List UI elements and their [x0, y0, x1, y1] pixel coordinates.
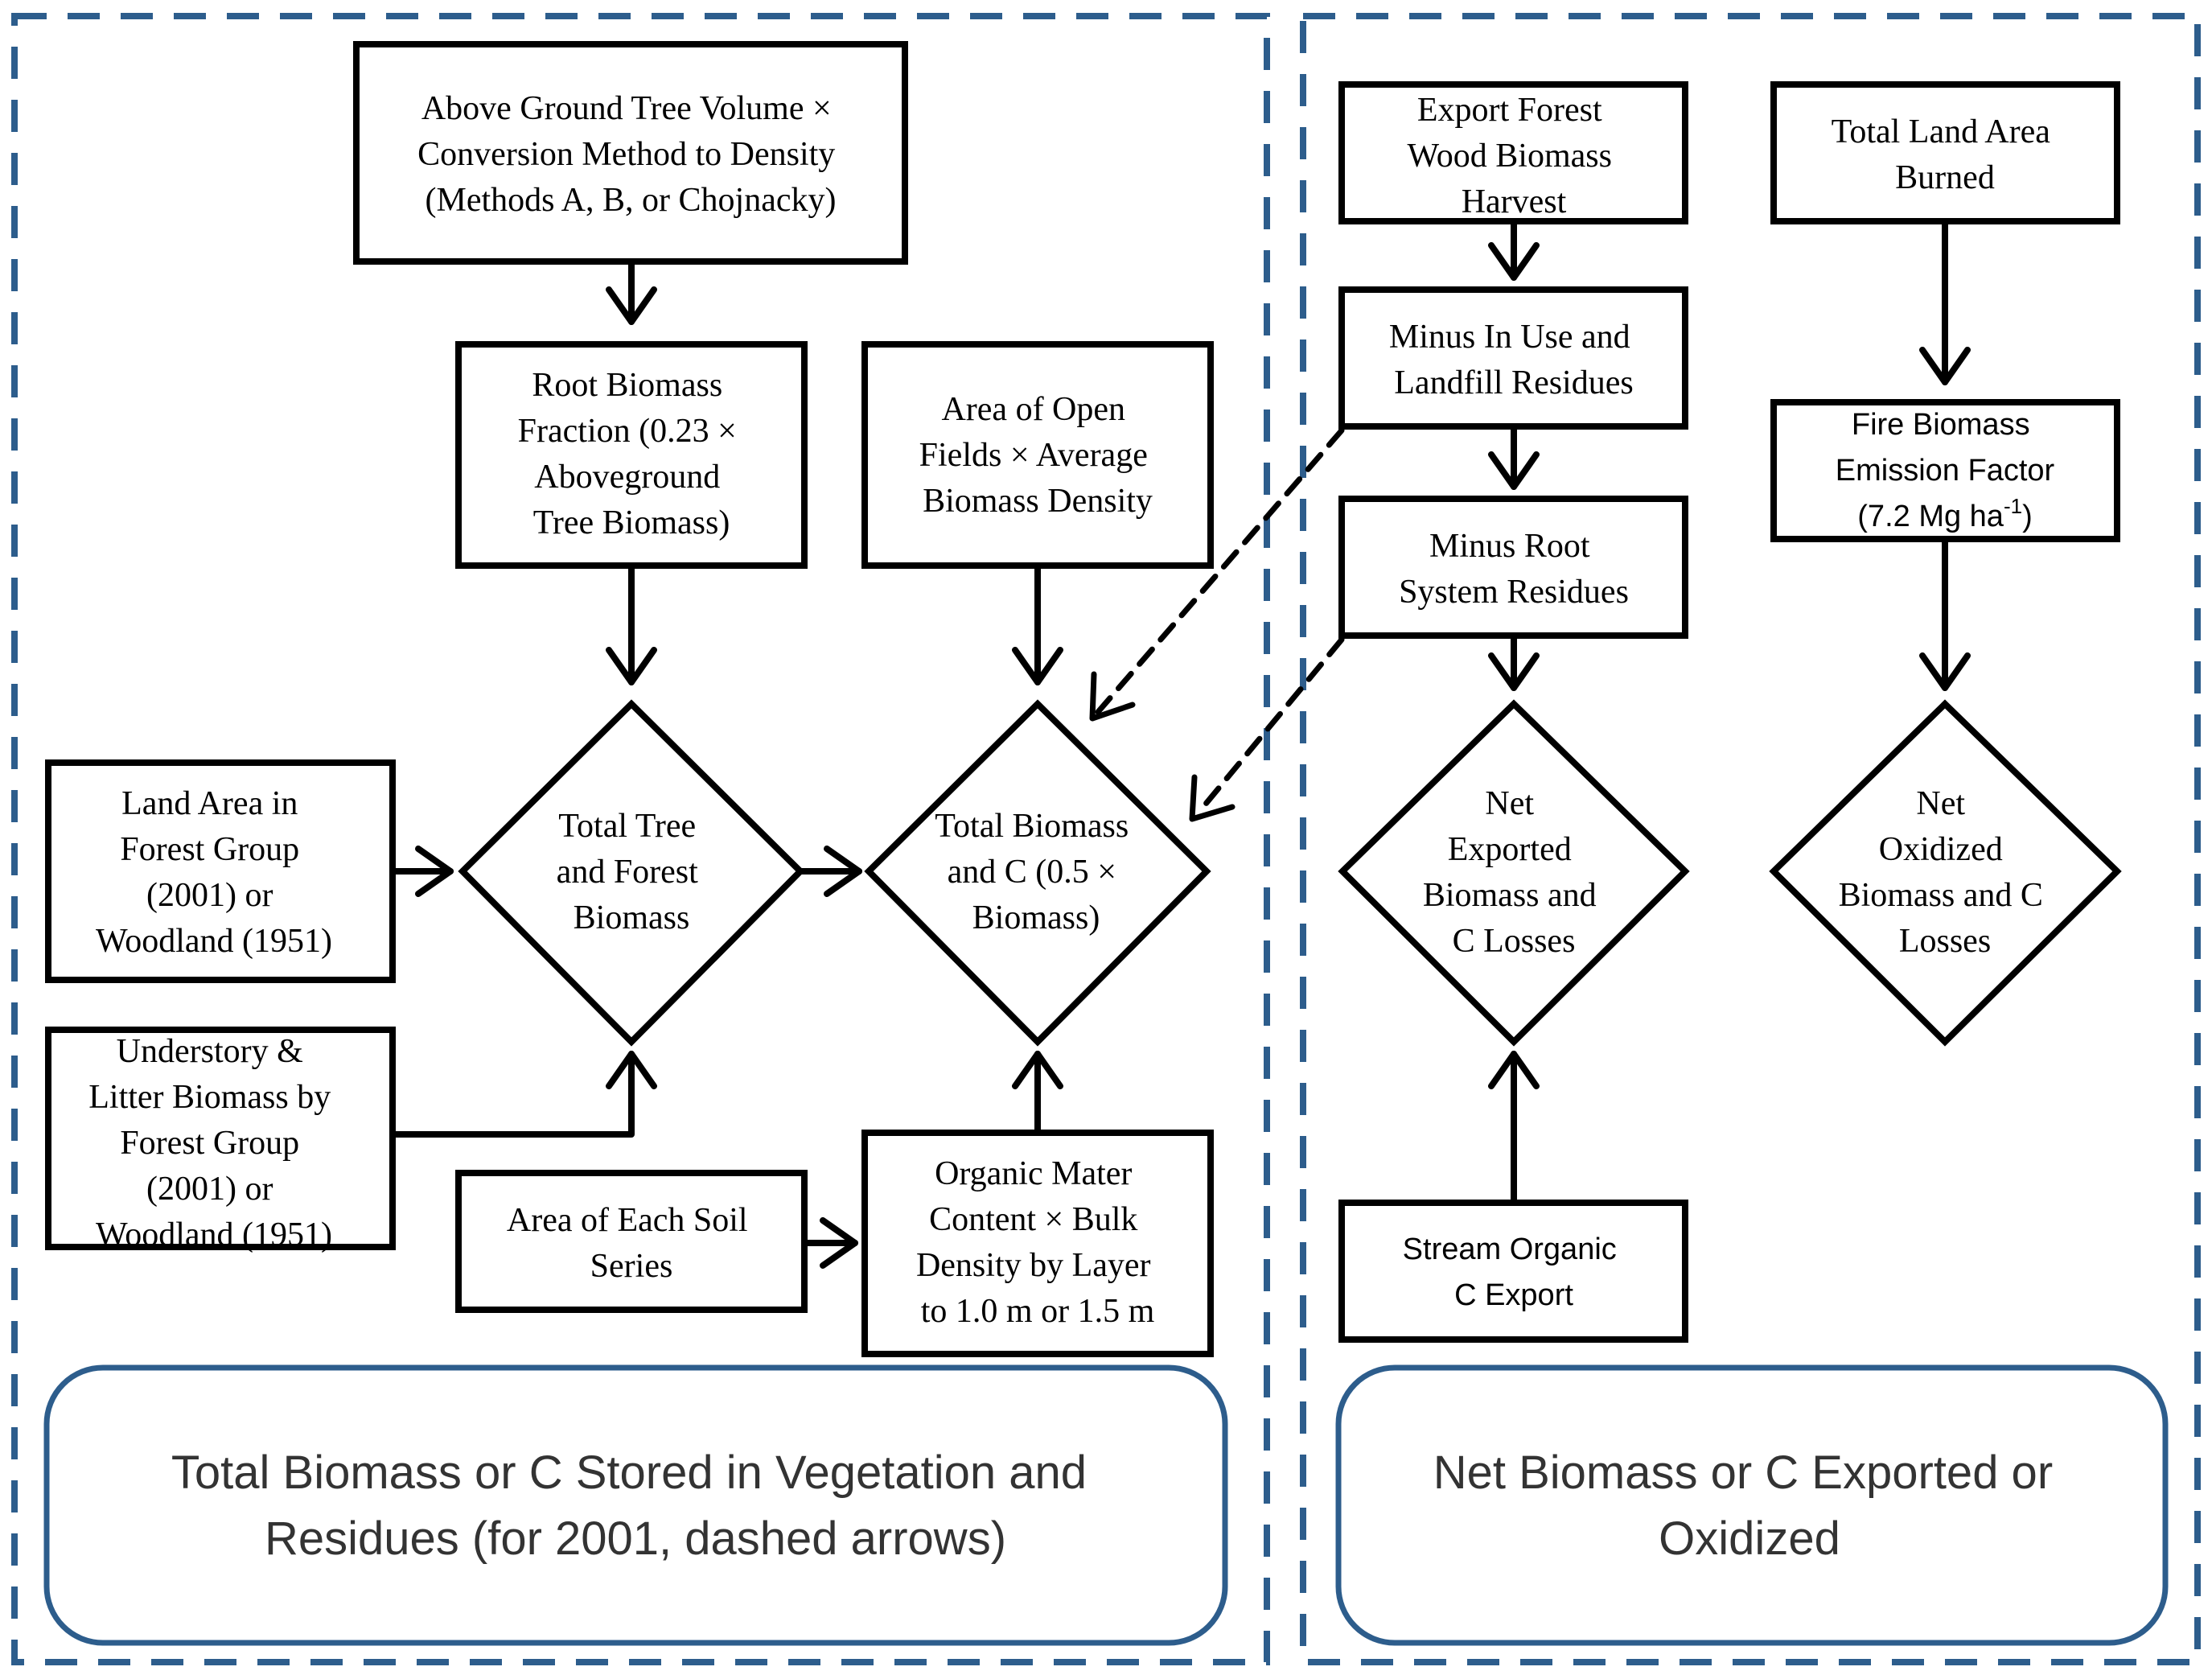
open-fields-label: Area of Open Fields × Average Biomass De… [919, 391, 1157, 520]
total-tree-label: Total Tree and Forest Biomass [557, 808, 707, 936]
organic-matter-label: Organic Mater Content × Bulk Density by … [916, 1155, 1159, 1330]
root-biomass-box [455, 341, 808, 569]
total-burned-label: Total Land Area Burned [1832, 113, 2059, 196]
net-exported-diamond [1338, 699, 1690, 1047]
root-biomass-label: Root Biomass Fraction (0.23 × Abovegroun… [518, 367, 746, 541]
soil-series-box [455, 1170, 808, 1313]
total-tree-diamond [458, 699, 805, 1047]
root-residues-box [1338, 496, 1688, 639]
dashed-arrow-rootres-to-totalbiomass [1195, 636, 1345, 816]
arrowhead-totaltree-to-totalbiomass [824, 846, 862, 897]
landfill-label: Minus In Use and Landfill Residues [1389, 319, 1638, 401]
above-ground-label: Above Ground Tree Volume × Conversion Me… [417, 90, 844, 219]
arrowhead-organic-to-totalbiomass [1012, 1051, 1063, 1089]
root-residues-label: Minus Root System Residues [1399, 528, 1629, 611]
above-ground-volume-box [353, 41, 908, 265]
total-burned-box [1770, 81, 2120, 224]
total-biomass-label: Total Biomass and C (0.5 × Biomass) [935, 808, 1137, 936]
stream-export-box [1338, 1200, 1688, 1343]
fire-factor-box [1770, 399, 2120, 542]
net-exported-label: Net Exported Biomass and C Losses [1423, 785, 1605, 960]
left-panel [11, 13, 1270, 1665]
export-harvest-box [1338, 81, 1688, 224]
understory-box [45, 1027, 396, 1250]
arrowhead-rootres-to-netexported [1488, 652, 1540, 691]
right-caption-box [1335, 1364, 2169, 1646]
arrowhead-landfill-to-rootres [1488, 451, 1540, 490]
fire-factor-label: Fire Biomass Emission Factor [1836, 408, 2055, 488]
arrowhead-burned-to-fire [1919, 347, 1971, 385]
arrowhead-open-to-totalbiomass [1012, 647, 1063, 685]
right-panel [1300, 13, 2201, 1665]
land-area-label: Land Area in Forest Group (2001) or Wood… [96, 785, 332, 960]
arrowhead-soil-to-organic [820, 1217, 858, 1269]
arrowhead-root-to-totaltree [606, 647, 657, 685]
arrowhead-fire-to-netoxidized [1919, 652, 1971, 691]
dashed-arrowhead-landfill [1089, 671, 1136, 722]
landfill-residues-box [1338, 286, 1688, 430]
net-oxidized-label: Net Oxidized Biomass and C Losses [1839, 785, 2052, 960]
export-harvest-label: Export Forest Wood Biomass Harvest [1408, 92, 1621, 220]
open-fields-box [861, 341, 1214, 569]
arrowhead-export-to-landfill [1488, 242, 1540, 281]
arrowhead-stream-to-netexported [1488, 1051, 1540, 1089]
left-caption-box [43, 1364, 1228, 1646]
arrowhead-above-to-root [606, 286, 657, 325]
dashed-arrowhead-rootres [1189, 774, 1236, 822]
arrowhead-land-to-totaltree [415, 846, 454, 897]
total-biomass-diamond [864, 699, 1211, 1047]
arrow-understory-to-totaltree [389, 1051, 635, 1138]
right-caption: Net Biomass or C Exported or Oxidized [1433, 1447, 2066, 1565]
fire-factor-units: (7.2 Mg ha-1) [1857, 494, 2032, 533]
organic-matter-box [861, 1130, 1214, 1357]
left-caption: Total Biomass or C Stored in Vegetation … [171, 1447, 1100, 1565]
understory-label: Understory & Litter Biomass by Forest Gr… [88, 1033, 339, 1253]
stream-export-label: Stream Organic C Export [1403, 1233, 1626, 1312]
soil-series-label: Area of Each Soil Series [507, 1202, 756, 1285]
dashed-arrow-landfill-to-totalbiomass [1095, 427, 1345, 715]
net-oxidized-diamond [1769, 699, 2122, 1047]
arrowhead-understory-to-totaltree [606, 1051, 657, 1089]
